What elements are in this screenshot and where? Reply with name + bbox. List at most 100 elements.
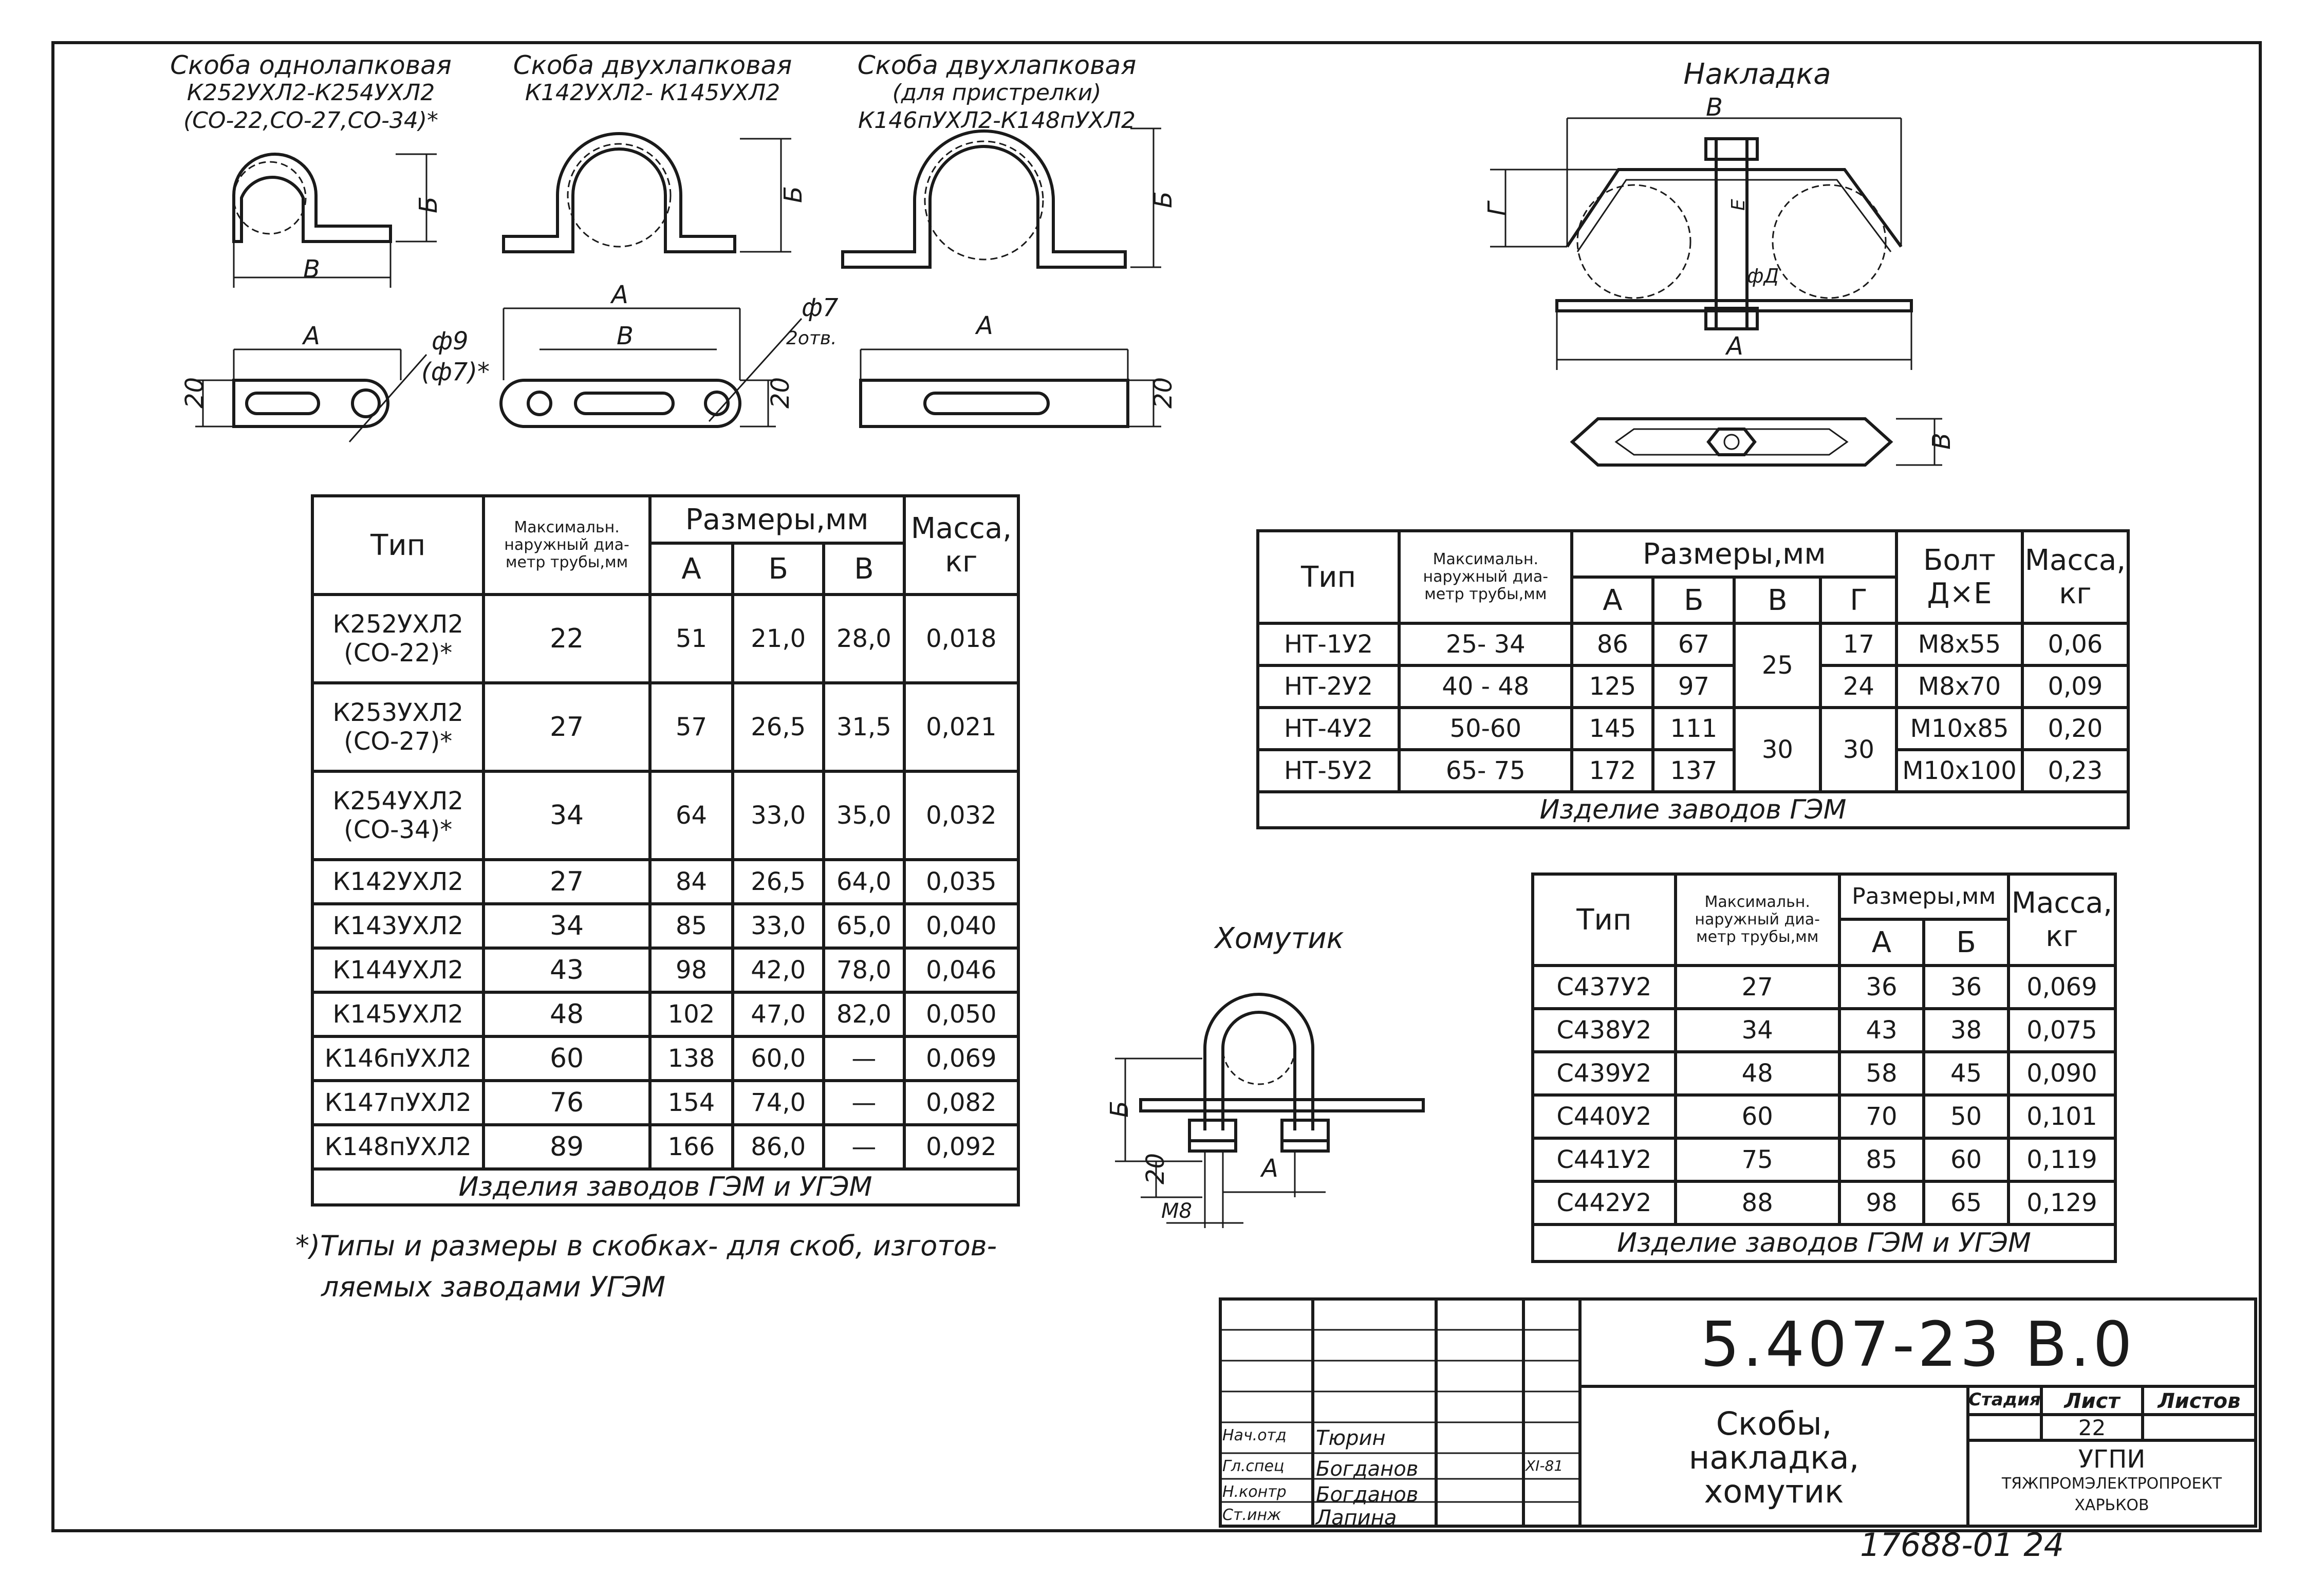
t1-cell-d: 43 xyxy=(482,947,652,994)
t1-cell-type: К142УХЛ2 xyxy=(310,858,486,905)
t1-cell-m: 0,050 xyxy=(902,991,1020,1038)
signature-role: Гл.спец xyxy=(1222,1457,1285,1475)
t2-header-sizes: Размеры,мм xyxy=(1570,529,1899,579)
t2-g-30: 30 xyxy=(1819,706,1899,793)
skoba1-title-line2: К252УХЛ2-К254УХЛ2 xyxy=(187,80,435,106)
t1-cell-d: 76 xyxy=(482,1079,652,1126)
t1-cell-b: 26,5 xyxy=(731,858,826,905)
khomutik-m8-label: М8 xyxy=(1161,1199,1192,1223)
t3-header-b: Б xyxy=(1922,918,2010,967)
t3-header-a: А xyxy=(1837,918,1926,967)
skoba1-hole7-label: (ф7)* xyxy=(421,358,490,386)
archive-number: 17688-01 24 xyxy=(1860,1526,2065,1564)
t1-cell-b: 33,0 xyxy=(731,770,826,861)
org-line2: ТЯЖПРОМЭЛЕКТРОПРОЕКТ xyxy=(2001,1475,2222,1493)
t1-cell-type: К252УХЛ2(СО-22)* xyxy=(310,593,486,684)
t1-cell-a: 57 xyxy=(648,681,735,773)
t1-cell-m: 0,092 xyxy=(902,1123,1020,1171)
skoba3-title-line3: К146пУХЛ2-К148пУХЛ2 xyxy=(858,107,1136,134)
khomutik-drawing xyxy=(1115,993,1425,1228)
t2-r3-b: 137 xyxy=(1651,748,1736,793)
t1-cell-b: 26,5 xyxy=(731,681,826,773)
nakladka-dim-b-label: В xyxy=(1706,93,1723,122)
skoba1-dim-20-label: 20 xyxy=(180,377,209,409)
t2-v-30: 30 xyxy=(1733,706,1823,793)
t2-header-b: Б xyxy=(1651,576,1736,625)
footnote-line2: ляемых заводами УГЭМ xyxy=(321,1271,666,1303)
t2-r2-d: 50-60 xyxy=(1398,706,1574,751)
t3-cell-b: 45 xyxy=(1922,1050,2010,1097)
t1-cell-type-line: К254УХЛ2 xyxy=(332,787,463,815)
signature-name: Лапина xyxy=(1316,1506,1397,1530)
t1-cell-b: 21,0 xyxy=(731,593,826,684)
t1-cell-m: 0,018 xyxy=(902,593,1020,684)
nakladka-dim-e-label: Е xyxy=(1728,199,1749,211)
nakladka-front-view xyxy=(1490,117,1913,370)
footnote: *)Типы и размеры в скобках- для скоб, из… xyxy=(295,1226,1118,1308)
t2-r3-type: НТ-5У2 xyxy=(1256,748,1401,793)
t3-cell-b: 50 xyxy=(1922,1093,2010,1140)
t2-r2-bolt: М10х85 xyxy=(1895,706,2024,751)
t1-cell-m: 0,021 xyxy=(902,681,1020,773)
t1-header-maxdia: Максимальн. наружный диа- метр трубы,мм xyxy=(482,494,652,596)
t2-r2-b: 111 xyxy=(1651,706,1736,751)
skoba2-dim-20-label: 20 xyxy=(766,377,795,409)
t1-cell-a: 98 xyxy=(648,947,735,994)
t1-cell-a: 138 xyxy=(648,1035,735,1082)
org-line1: УГПИ xyxy=(2078,1445,2146,1474)
t1-cell-d: 27 xyxy=(482,858,652,905)
skoby-table: Тип Максимальн. наружный диа- метр трубы… xyxy=(310,494,1020,1207)
t1-cell-type: К146пУХЛ2 xyxy=(310,1035,486,1082)
t1-cell-v: 64,0 xyxy=(822,858,906,905)
drawing-name-line2: накладка, xyxy=(1688,1439,1859,1476)
t3-cell-type: С439У2 xyxy=(1531,1050,1677,1097)
skoba1-dim-a-label: А xyxy=(302,322,320,350)
khomutik-dim-a-label: А xyxy=(1260,1154,1278,1183)
t3-header-type: Тип xyxy=(1531,873,1677,967)
t1-cell-v: 35,0 xyxy=(822,770,906,861)
khomutik-dim-bb-label: Б xyxy=(1105,1101,1134,1118)
t1-cell-d: 48 xyxy=(482,991,652,1038)
t1-cell-type-line: К143УХЛ2 xyxy=(332,912,463,940)
t1-cell-d: 34 xyxy=(482,902,652,950)
t3-cell-type: С440У2 xyxy=(1531,1093,1677,1140)
t2-footer: Изделие заводов ГЭМ xyxy=(1256,790,2130,829)
t1-cell-d: 27 xyxy=(482,681,652,773)
khomutik-title: Хомутик xyxy=(1215,922,1344,955)
skoba1-dim-b-label: В xyxy=(303,255,320,284)
t1-cell-type: К144УХЛ2 xyxy=(310,947,486,994)
t1-cell-b: 47,0 xyxy=(731,991,826,1038)
t3-header-sizes: Размеры,мм xyxy=(1837,873,2010,921)
t3-cell-d: 48 xyxy=(1673,1050,1841,1097)
t2-r0-g: 17 xyxy=(1819,622,1899,667)
t1-cell-m: 0,035 xyxy=(902,858,1020,905)
t1-cell-m: 0,040 xyxy=(902,902,1020,950)
t1-cell-type: К253УХЛ2(СО-27)* xyxy=(310,681,486,773)
t3-header-mass: Масса, кг xyxy=(2006,873,2117,967)
t2-r0-m: 0,06 xyxy=(2020,622,2130,667)
t3-cell-b: 36 xyxy=(1922,964,2010,1010)
t1-cell-d: 89 xyxy=(482,1123,652,1171)
t3-cell-b: 60 xyxy=(1922,1137,2010,1183)
skoba2-dim-bb-label: Б xyxy=(779,186,808,203)
t2-header-g: Г xyxy=(1819,576,1899,625)
t2-r3-bolt: М10х100 xyxy=(1895,748,2024,793)
t3-cell-d: 34 xyxy=(1673,1007,1841,1053)
title-block-grid xyxy=(1219,1297,2257,1528)
t1-cell-b: 86,0 xyxy=(731,1123,826,1171)
t3-cell-a: 70 xyxy=(1837,1093,1926,1140)
t1-cell-b: 74,0 xyxy=(731,1079,826,1126)
t1-header-v: В xyxy=(822,542,906,596)
skoba3-dim-bb-label: Б xyxy=(1149,191,1178,208)
t2-r1-m: 0,09 xyxy=(2020,664,2130,709)
